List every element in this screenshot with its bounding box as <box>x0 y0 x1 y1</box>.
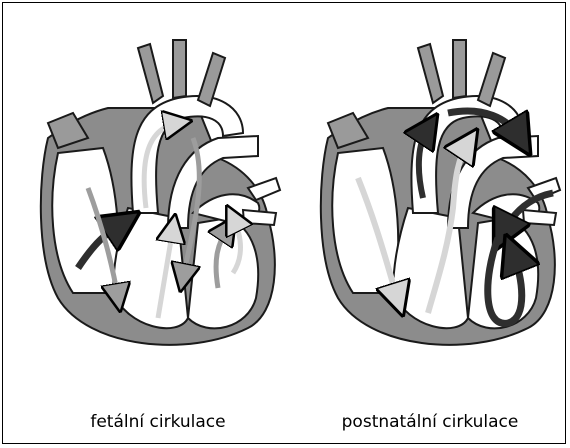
left-ventricle <box>468 218 538 328</box>
head-vessels <box>138 40 225 106</box>
caption-postnatal-circulation: postnatální cirkulace <box>290 412 570 432</box>
right-atrium <box>52 148 118 293</box>
postnatal-heart-diagram <box>298 28 568 368</box>
caption-fetal-circulation: fetální cirkulace <box>18 412 298 432</box>
fetal-heart-diagram <box>18 28 288 368</box>
head-vessels <box>418 40 505 106</box>
